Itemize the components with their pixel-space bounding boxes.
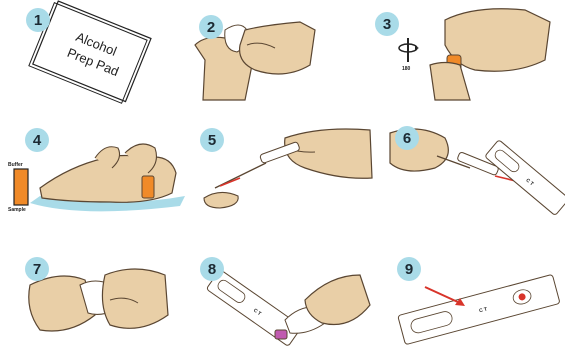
- step-6-badge: 6: [395, 126, 419, 150]
- vial-bottom-label: Sample: [8, 207, 26, 213]
- step-7-panel: 7: [0, 245, 190, 361]
- twist-vial-illustration: 180: [375, 0, 565, 110]
- step-4-badge: 4: [25, 128, 49, 152]
- step-8-badge: 8: [200, 257, 224, 281]
- step-4-panel: Buffer Sample 4: [0, 118, 190, 218]
- step-5-panel: 5: [190, 118, 375, 218]
- step-2-panel: 2: [185, 0, 370, 110]
- rotation-degrees: 180: [402, 66, 411, 72]
- step-1-badge: 1: [26, 8, 50, 32]
- rotate-arrow-icon: [399, 38, 419, 62]
- step-3-badge: 3: [375, 12, 399, 36]
- step-1-panel: Alcohol Prep Pad 1: [0, 0, 180, 110]
- step-9-panel: C T 9: [375, 245, 565, 361]
- step-5-badge: 5: [200, 128, 224, 152]
- vial-top-label: Buffer: [8, 162, 23, 168]
- step-7-badge: 7: [25, 257, 49, 281]
- step-6-panel: C T 6: [375, 118, 565, 218]
- step-3-panel: 180 3: [375, 0, 565, 110]
- step-9-badge: 9: [397, 257, 421, 281]
- step-8-panel: C T 8: [190, 245, 375, 361]
- step-2-badge: 2: [199, 15, 223, 39]
